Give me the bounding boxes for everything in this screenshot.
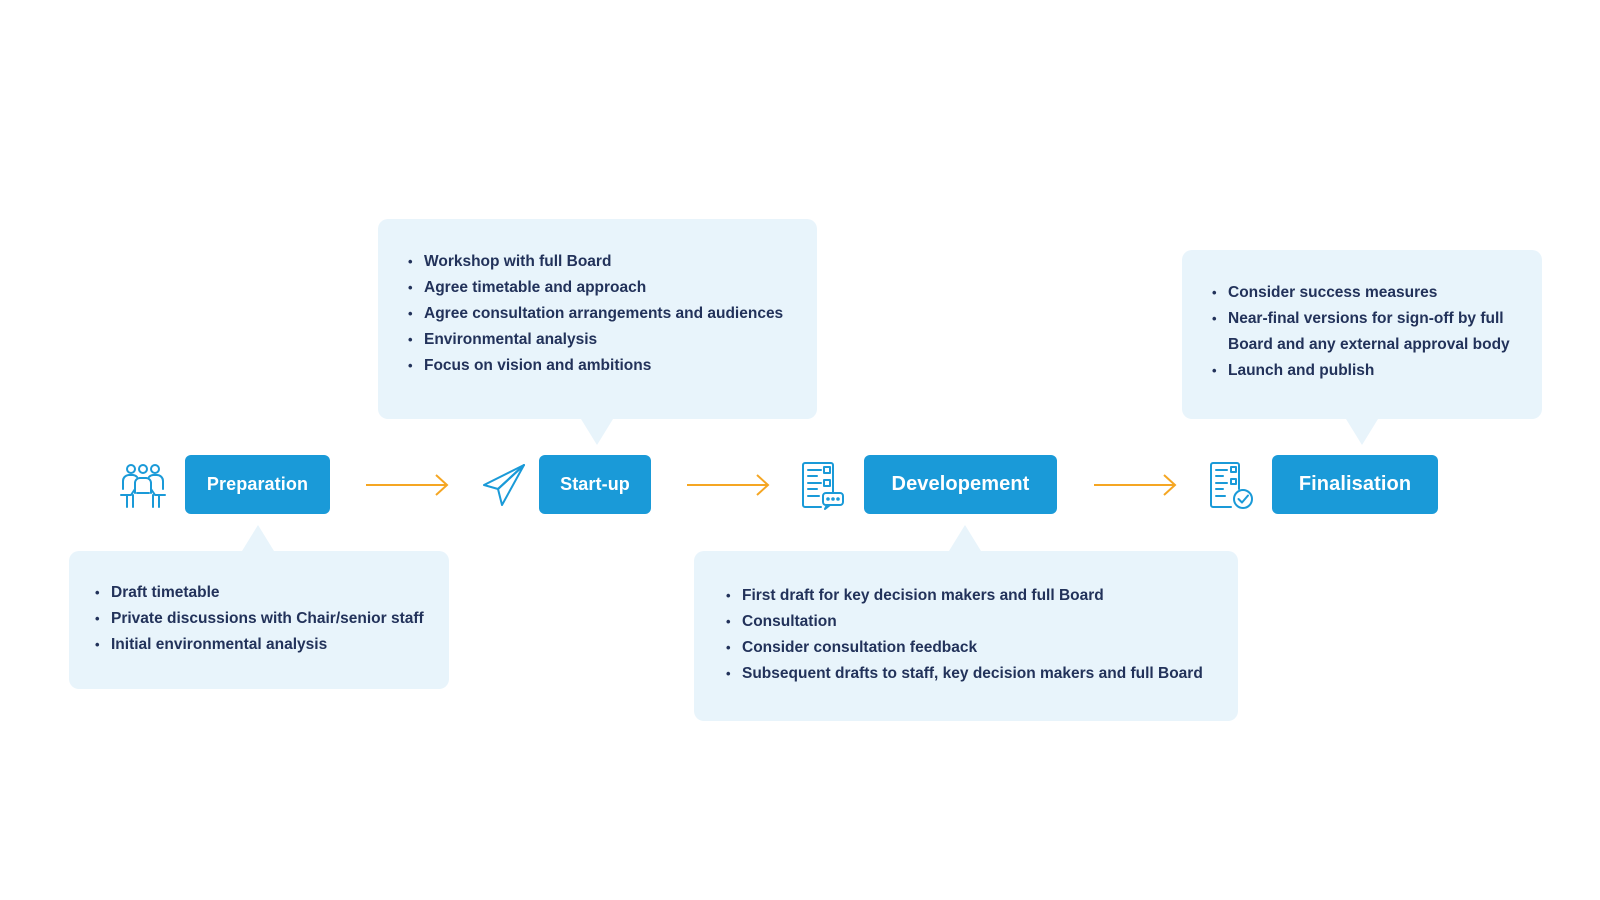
list-item: Workshop with full Board (408, 249, 791, 275)
document-check-icon (1201, 455, 1261, 515)
list-item: Agree consultation arrangements and audi… (408, 301, 791, 327)
finalisation-list: Consider success measures Near-final ver… (1212, 280, 1520, 384)
list-item: Initial environmental analysis (95, 632, 429, 658)
list-item: Consider success measures (1212, 280, 1520, 306)
startup-callout: Workshop with full Board Agree timetable… (378, 219, 817, 445)
list-item: Launch and publish (1212, 358, 1520, 384)
arrow-right-icon (687, 474, 770, 496)
list-item: First draft for key decision makers and … (726, 583, 1218, 609)
paper-plane-icon (474, 455, 534, 515)
startup-list: Workshop with full Board Agree timetable… (408, 249, 791, 379)
list-item: Draft timetable (95, 580, 429, 606)
step-development-button[interactable]: Developement (864, 455, 1057, 514)
list-item: Private discussions with Chair/senior st… (95, 606, 429, 632)
list-item: Near-final versions for sign-off by full… (1212, 306, 1520, 358)
arrow-right-icon (1094, 474, 1177, 496)
development-callout: First draft for key decision makers and … (694, 525, 1238, 721)
development-list: First draft for key decision makers and … (726, 583, 1218, 687)
step-startup-button[interactable]: Start-up (539, 455, 651, 514)
list-item: Consider consultation feedback (726, 635, 1218, 661)
list-item: Consultation (726, 609, 1218, 635)
step-finalisation-button[interactable]: Finalisation (1272, 455, 1438, 514)
team-meeting-icon (113, 455, 173, 515)
document-chat-icon (793, 455, 853, 515)
list-item: Environmental analysis (408, 327, 791, 353)
step-preparation-button[interactable]: Preparation (185, 455, 330, 514)
list-item: Subsequent drafts to staff, key decision… (726, 661, 1218, 687)
finalisation-callout: Consider success measures Near-final ver… (1182, 250, 1542, 445)
list-item: Focus on vision and ambitions (408, 353, 791, 379)
arrow-right-icon (366, 474, 449, 496)
list-item: Agree timetable and approach (408, 275, 791, 301)
preparation-callout: Draft timetable Private discussions with… (69, 525, 449, 689)
preparation-list: Draft timetable Private discussions with… (95, 580, 429, 658)
